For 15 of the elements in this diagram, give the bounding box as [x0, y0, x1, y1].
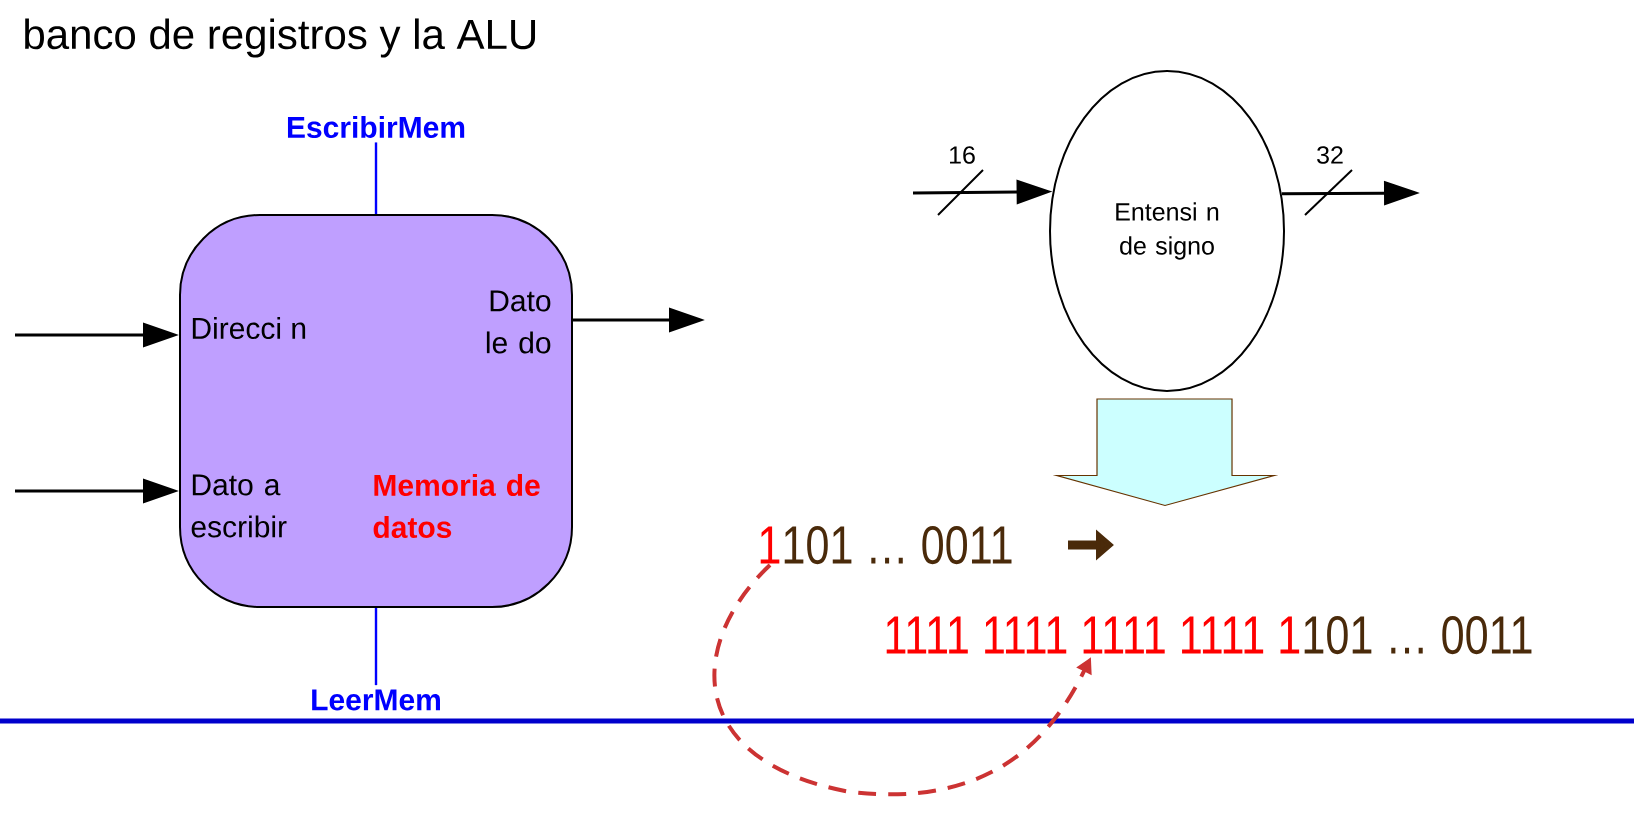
port-label: Direcci n [192, 317, 306, 339]
signal-line [374, 608, 378, 686]
port-label: Dato le do [486, 290, 551, 354]
signal-line [374, 142, 378, 214]
block-arrow [1052, 398, 1279, 507]
dashed-arrow [712, 563, 1092, 797]
bit-string: 1111 1111 1111 1111 1101 … 0011 [886, 615, 1532, 655]
port-label: Dato a escribir [191, 474, 287, 538]
title: banco de registros y la ALU [25, 18, 535, 58]
edge-label: 32 [1317, 146, 1343, 164]
memory-title: Memoria de datos [373, 474, 540, 538]
edge-label: 16 [950, 146, 975, 164]
signal-label: EscribirMem [287, 116, 465, 138]
signal-label: LeerMem [312, 689, 440, 711]
bit-string: 1101 … 0011 [760, 525, 1012, 565]
